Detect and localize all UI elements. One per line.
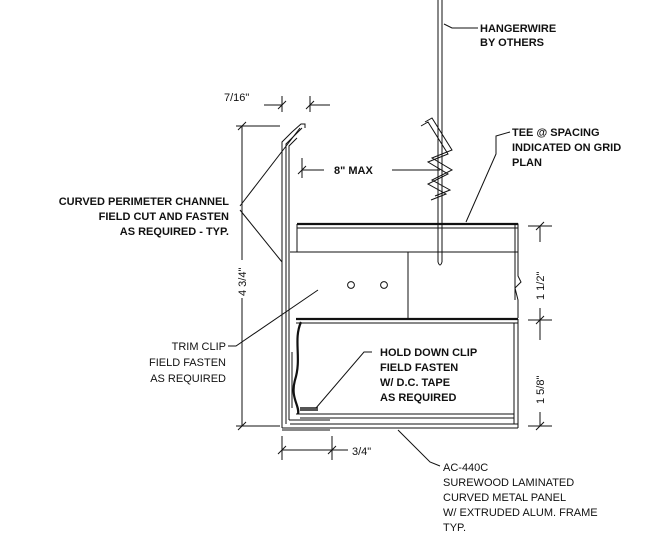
label-dim-3-4: 3/4"	[352, 446, 371, 458]
label-hold-down-2: FIELD FASTEN	[380, 362, 458, 374]
label-trim-clip-2: FIELD FASTEN	[149, 357, 226, 369]
label-dim-4-3-4: 4 3/4"	[237, 268, 249, 296]
label-hold-down-1: HOLD DOWN CLIP	[380, 347, 477, 359]
label-tee-2: INDICATED ON GRID	[512, 142, 621, 154]
label-hangerwire-2: BY OTHERS	[480, 37, 544, 49]
hold-down-leader	[315, 351, 372, 409]
fastener-hole	[347, 281, 355, 289]
label-panel-5: TYP.	[443, 522, 466, 534]
label-trim-clip-3: AS REQUIRED	[150, 373, 226, 385]
label-dim-1-1-2: 1 1/2"	[535, 272, 547, 300]
dim-4-3-4	[236, 121, 280, 431]
label-hold-down-3: W/ D.C. TAPE	[380, 377, 450, 389]
label-perimeter-2: FIELD CUT AND FASTEN	[99, 211, 229, 223]
hold-down-clip-tape	[300, 407, 318, 411]
tee-leader	[465, 131, 511, 223]
label-panel-2: SUREWOOD LAMINATED	[443, 477, 574, 489]
panel	[286, 317, 519, 429]
perimeter-leader-1	[239, 127, 301, 207]
label-dim-8-max: 8" MAX	[334, 165, 373, 177]
tee	[296, 222, 522, 318]
label-hold-down-4: AS REQUIRED	[380, 392, 456, 404]
perimeter-leader-2	[239, 209, 283, 263]
fastener-hole	[380, 281, 388, 289]
dim-right-stack	[528, 221, 552, 431]
label-dim-7-16: 7/16"	[224, 92, 249, 104]
hangerwire-leader	[443, 23, 478, 29]
label-perimeter-1: CURVED PERIMETER CHANNEL	[59, 196, 230, 208]
label-hangerwire-1: HANGERWIRE	[480, 23, 556, 35]
dim-7-16	[264, 96, 330, 112]
trim-clip-leader	[228, 289, 319, 347]
dim-3-4	[277, 436, 348, 460]
label-panel-1: AC-440C	[443, 462, 488, 474]
label-panel-3: CURVED METAL PANEL	[443, 492, 566, 504]
panel-leader	[397, 429, 441, 467]
label-trim-clip-1: TRIM CLIP	[172, 341, 226, 353]
perimeter-channel	[281, 123, 330, 431]
hangerwire	[420, 0, 454, 266]
label-tee-3: PLAN	[512, 157, 542, 169]
label-panel-4: W/ EXTRUDED ALUM. FRAME	[443, 507, 598, 519]
label-tee-1: TEE @ SPACING	[512, 127, 600, 139]
trim-clip	[290, 251, 409, 318]
dim-8-max	[297, 158, 440, 178]
label-dim-1-5-8: 1 5/8"	[535, 376, 547, 404]
label-perimeter-3: AS REQUIRED - TYP.	[120, 226, 229, 238]
